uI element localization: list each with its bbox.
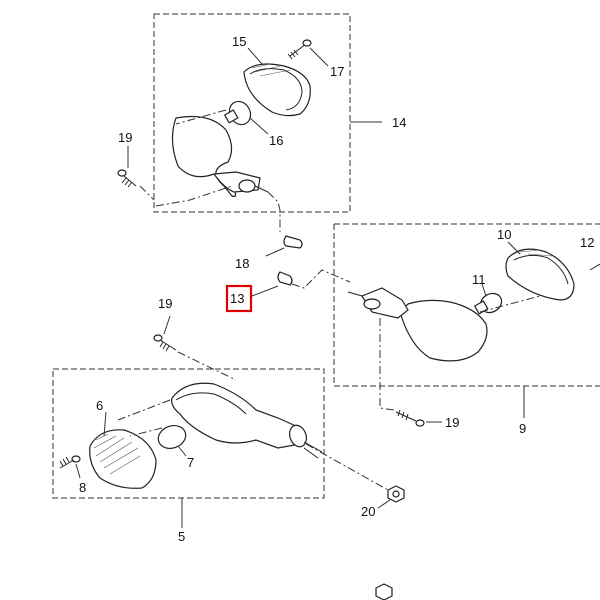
screw-17	[287, 39, 312, 60]
screw-12	[589, 263, 600, 271]
callout-11: 11	[472, 272, 486, 287]
callout-8: 8	[79, 480, 86, 495]
leader-lines	[75, 47, 525, 528]
nut-partial-bottom	[375, 583, 393, 600]
screw-19-right	[395, 409, 425, 427]
highlight-box-13	[225, 284, 253, 313]
callout-20: 20	[361, 504, 375, 519]
screw-8	[59, 455, 81, 469]
lens-10	[505, 248, 575, 301]
connector-18	[283, 235, 303, 249]
screw-19-bottom	[153, 334, 177, 352]
bulb-16	[223, 100, 252, 126]
screw-19-top	[117, 169, 137, 188]
assembly-box-14	[153, 13, 351, 213]
callout-7: 7	[187, 455, 194, 470]
callout-10: 10	[497, 227, 511, 242]
front-turn-signal-housing-top	[171, 115, 269, 197]
callout-16: 16	[269, 133, 283, 148]
assembly-box-9	[333, 223, 600, 387]
connector-13	[277, 271, 293, 286]
nut-20	[387, 485, 405, 503]
callout-9: 9	[519, 421, 526, 436]
callout-5: 5	[178, 529, 185, 544]
assembly-box-5	[52, 368, 325, 499]
bulb-7	[157, 425, 187, 449]
callout-19-right: 19	[445, 415, 459, 430]
callout-6: 6	[96, 398, 103, 413]
callout-19-top: 19	[118, 130, 132, 145]
lens-15	[243, 63, 311, 117]
callout-13: 13	[230, 291, 244, 306]
bulb-11	[473, 292, 503, 315]
callout-17: 17	[330, 64, 344, 79]
rear-turn-signal-housing-right	[347, 287, 488, 362]
callout-14: 14	[392, 115, 406, 130]
callout-12: 12	[580, 235, 594, 250]
callout-18: 18	[235, 256, 249, 271]
callout-19-bottom: 19	[158, 296, 172, 311]
lens-6	[89, 429, 157, 489]
callout-15: 15	[232, 34, 246, 49]
assembly-lines	[117, 109, 541, 491]
rear-turn-signal-housing-left	[171, 382, 323, 459]
